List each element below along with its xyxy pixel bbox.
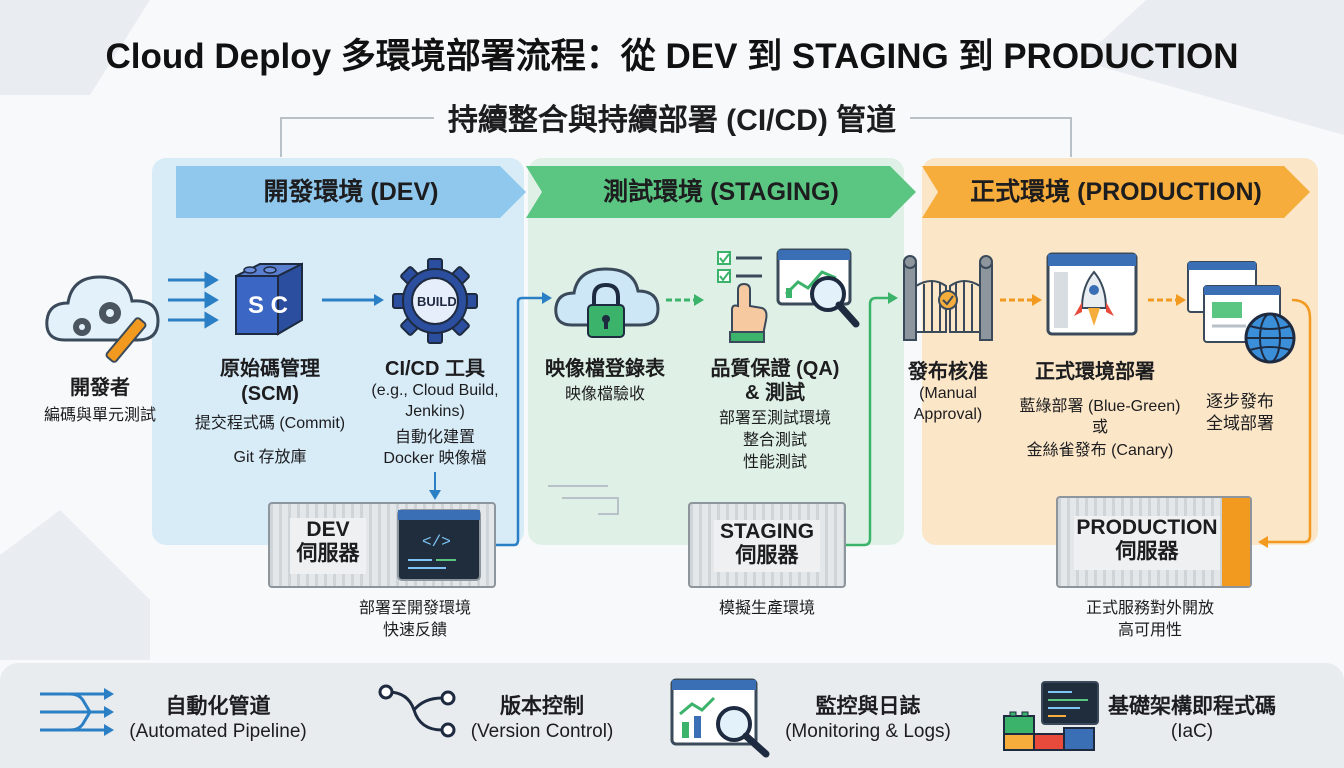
dev-server-name: DEV xyxy=(306,518,350,541)
production-server-label: PRODUCTION 伺服器 xyxy=(1074,516,1220,570)
prod-deploy-title: 正式環境部署 xyxy=(1035,361,1155,383)
legend-monitoring: 監控與日誌 (Monitoring & Logs) xyxy=(776,694,960,744)
pipeline-subtitle: 持續整合與持續部署 (CI/CD) 管道 xyxy=(0,95,1344,139)
staging-zone xyxy=(528,158,904,545)
staging-decoration-lines xyxy=(548,485,619,515)
staging-to-production-connector xyxy=(846,292,898,547)
production-banner: 正式環境 (PRODUCTION) xyxy=(922,166,1310,218)
cicd-to-dev-server-arrow xyxy=(429,472,441,500)
legend-version-control-sub: (Version Control) xyxy=(470,721,614,742)
page-title: Cloud Deploy 多環境部署流程：從 DEV 到 STAGING 到 P… xyxy=(105,37,1239,76)
scm-title: 原始碼管理 xyxy=(220,358,320,380)
legend-iac: 基礎架構即程式碼 (IaC) xyxy=(1102,694,1282,744)
background-shape-bottom-left xyxy=(0,510,150,660)
approval-desc-approval: Approval) xyxy=(913,406,983,423)
dev-to-staging-connector xyxy=(496,292,552,547)
rollout-desc-gradual: 逐步發布 xyxy=(1206,392,1274,411)
cicd-desc-docker: Docker 映像檔 xyxy=(383,450,487,467)
build-gear-icon: BUILD xyxy=(392,258,478,344)
registry-title: 映像檔登錄表 xyxy=(545,358,665,380)
staging-banner: 測試環境 (STAGING) xyxy=(526,166,916,218)
scm-desc-commit: 提交程式碼 (Commit) xyxy=(194,415,346,432)
qa-desc-performance: 性能測試 xyxy=(742,454,807,471)
scm-icon-text: S C xyxy=(248,292,288,319)
legend-pipeline: 自動化管道 (Automated Pipeline) xyxy=(118,694,318,744)
iac-icon xyxy=(1003,681,1099,751)
pipeline-icon xyxy=(40,688,114,736)
legend-monitoring-label: 監控與日誌 xyxy=(815,695,921,718)
developer-to-scm-arrows xyxy=(168,271,219,329)
approval-to-deploy-arrow xyxy=(1000,294,1042,306)
qa-desc-deploy: 部署至測試環境 xyxy=(718,410,831,427)
monitoring-icon xyxy=(670,678,770,758)
registry-desc: 映像檔驗收 xyxy=(564,386,645,403)
rollout-to-production-server-connector xyxy=(1258,298,1312,548)
prod-deploy-bluegreen: 藍綠部署 (Blue-Green) xyxy=(1019,398,1181,415)
rollout-globe-icon xyxy=(1187,261,1296,364)
legend-pipeline-sub: (Automated Pipeline) xyxy=(129,721,307,742)
rollout-desc-global: 全域部署 xyxy=(1206,414,1274,433)
build-icon-text: BUILD xyxy=(417,294,457,309)
legend-monitoring-sub: (Monitoring & Logs) xyxy=(785,721,951,742)
production-server-caption-1: 正式服務對外開放 xyxy=(1085,600,1214,617)
scm-desc-git: Git 存放庫 xyxy=(233,449,307,466)
staging-server-name: STAGING xyxy=(719,520,815,543)
scm-blocks-icon: S C xyxy=(235,262,303,336)
dev-server-type: 伺服器 xyxy=(296,542,360,565)
developer-title: 開發者 xyxy=(70,377,130,399)
approval-desc-manual: (Manual xyxy=(919,385,977,402)
cicd-desc-example: (e.g., Cloud Build, xyxy=(371,382,499,399)
approval-title: 發布核准 xyxy=(908,361,988,383)
legend-iac-sub: (IaC) xyxy=(1170,721,1214,742)
cicd-desc-jenkins: Jenkins) xyxy=(405,403,465,420)
dev-server-caption-1: 部署至開發環境 xyxy=(358,600,471,617)
qa-desc-integration: 整合測試 xyxy=(742,432,807,449)
developer-cloud-icon xyxy=(45,275,160,363)
scm-title-abbr: (SCM) xyxy=(241,383,299,405)
staging-server-type: 伺服器 xyxy=(735,544,799,567)
legend-version-control-label: 版本控制 xyxy=(500,695,584,718)
registry-cloud-lock-icon xyxy=(554,267,660,338)
qa-title-testing: & 測試 xyxy=(745,382,805,404)
dev-zone xyxy=(152,158,524,545)
cicd-desc-build: 自動化建置 xyxy=(394,429,475,446)
qa-checklist-icon xyxy=(717,251,768,343)
prod-deploy-or: 或 xyxy=(1091,419,1108,436)
dev-banner: 開發環境 (DEV) xyxy=(176,166,526,218)
dev-server-caption-2: 快速反饋 xyxy=(382,622,447,639)
registry-to-qa-arrow xyxy=(666,294,704,306)
legend-iac-label: 基礎架構即程式碼 xyxy=(1108,695,1276,718)
dev-code-glyph: </> xyxy=(422,533,451,551)
staging-server-caption: 模擬生產環境 xyxy=(718,600,815,617)
legend-pipeline-label: 自動化管道 xyxy=(165,695,271,718)
qa-monitor-magnifier-icon xyxy=(776,248,860,328)
pipeline-subtitle-text: 持續整合與持續部署 (CI/CD) 管道 xyxy=(433,104,911,137)
approval-gate-icon xyxy=(903,255,993,341)
developer-desc: 編碼與單元測試 xyxy=(43,407,156,424)
dev-server-label: DEV 伺服器 xyxy=(290,518,366,574)
production-server-caption-2: 高可用性 xyxy=(1117,622,1182,639)
dev-code-monitor-icon: </> xyxy=(397,509,481,581)
production-server-name: PRODUCTION xyxy=(1076,516,1218,539)
git-branch-icon xyxy=(378,684,456,738)
deploy-to-rollout-arrow xyxy=(1148,294,1186,306)
deploy-rocket-icon xyxy=(1046,252,1138,336)
production-server-type: 伺服器 xyxy=(1115,540,1179,563)
cicd-title: CI/CD 工具 xyxy=(385,358,485,380)
prod-deploy-canary: 金絲雀發布 (Canary) xyxy=(1026,442,1174,459)
legend-version-control: 版本控制 (Version Control) xyxy=(462,694,622,744)
production-server-stripe xyxy=(1222,498,1250,586)
staging-server-label: STAGING 伺服器 xyxy=(714,520,820,572)
scm-to-cicd-arrow xyxy=(322,294,384,306)
qa-title: 品質保證 (QA) xyxy=(710,358,840,380)
